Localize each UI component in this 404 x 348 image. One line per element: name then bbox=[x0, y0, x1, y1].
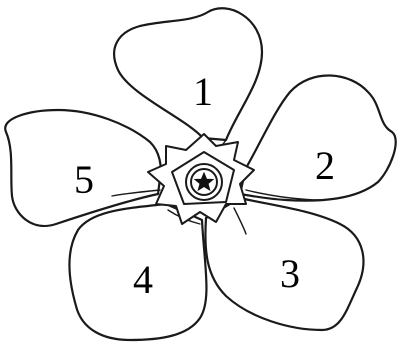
petal-label-1: 1 bbox=[193, 72, 213, 112]
petal-label-4: 4 bbox=[133, 260, 153, 300]
petal-label-2: 2 bbox=[315, 146, 335, 186]
petal-label-3: 3 bbox=[280, 254, 300, 294]
petal-1 bbox=[114, 8, 262, 140]
petal-label-5: 5 bbox=[74, 160, 94, 200]
